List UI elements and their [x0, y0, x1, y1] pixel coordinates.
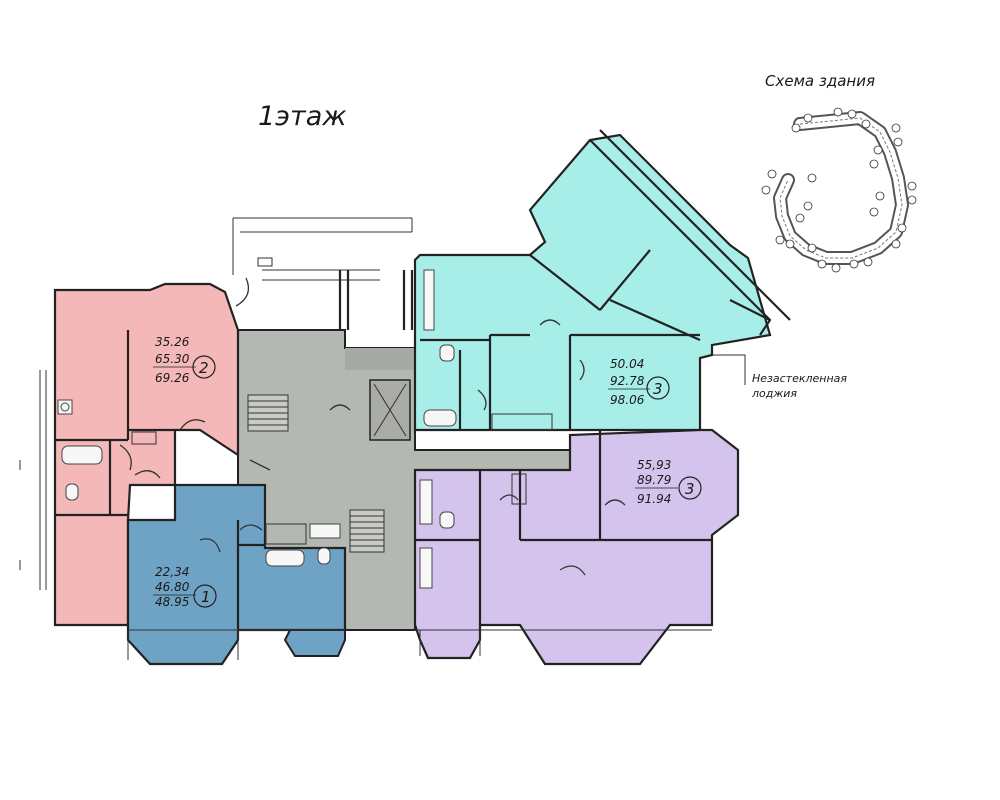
apt3t-living: 50.04 — [610, 357, 644, 371]
building-scheme: Схема здания — [761, 72, 917, 273]
apt2-rooms: 2 — [199, 359, 209, 377]
loggia-label-line2: лоджия — [751, 387, 797, 400]
apt2-rooms-circle — [192, 355, 216, 379]
apt2-total: 65.30 — [155, 352, 190, 366]
apartment-3-lilac — [413, 428, 740, 666]
building-scheme-diagram — [761, 107, 917, 273]
apt3l-rooms-circle — [678, 476, 702, 500]
label-apartment-3-teal: 50.04 92.78 98.06 3 — [608, 357, 670, 407]
floor-title: 1этаж — [258, 101, 347, 132]
apt3t-rooms: 3 — [653, 380, 663, 398]
apt3t-total-with-loggia: 98.06 — [610, 393, 645, 407]
apt3l-total-with-loggia: 91.94 — [637, 492, 671, 506]
apt3l-living: 55,93 — [637, 458, 671, 472]
apt2-total-with-loggia: 69.26 — [155, 371, 190, 385]
apt3l-total: 89.79 — [637, 473, 671, 487]
apt1-rooms-circle — [193, 584, 217, 608]
common-area — [237, 329, 571, 631]
apt1-total: 46.80 — [155, 580, 190, 594]
facade-lines — [127, 629, 712, 660]
label-apartment-3-lilac: 55,93 89.79 91.94 3 — [635, 458, 702, 506]
apt3t-rooms-circle — [646, 376, 670, 400]
apt3t-total: 92.78 — [610, 374, 645, 388]
entrance-porch — [232, 217, 414, 330]
apt1-living: 22,34 — [155, 565, 189, 579]
loggia-callout: Незастекленная лоджия — [712, 354, 847, 400]
label-apartment-2: 35.26 65.30 69.26 2 — [153, 335, 216, 385]
apt2-living: 35.26 — [155, 335, 190, 349]
label-apartment-1: 22,34 46.80 48.95 1 — [153, 565, 217, 609]
apt1-rooms: 1 — [201, 588, 211, 606]
staircase-upper — [247, 394, 289, 432]
loggia-label-line1: Незастекленная — [752, 372, 847, 385]
apt3l-rooms: 3 — [685, 480, 695, 498]
left-facade — [19, 370, 47, 590]
staircase-lower — [349, 509, 385, 553]
elevator-shaft — [369, 379, 411, 441]
apt1-total-with-loggia: 48.95 — [155, 595, 189, 609]
apartment-3-teal — [413, 129, 791, 432]
scheme-title: Схема здания — [765, 72, 875, 90]
